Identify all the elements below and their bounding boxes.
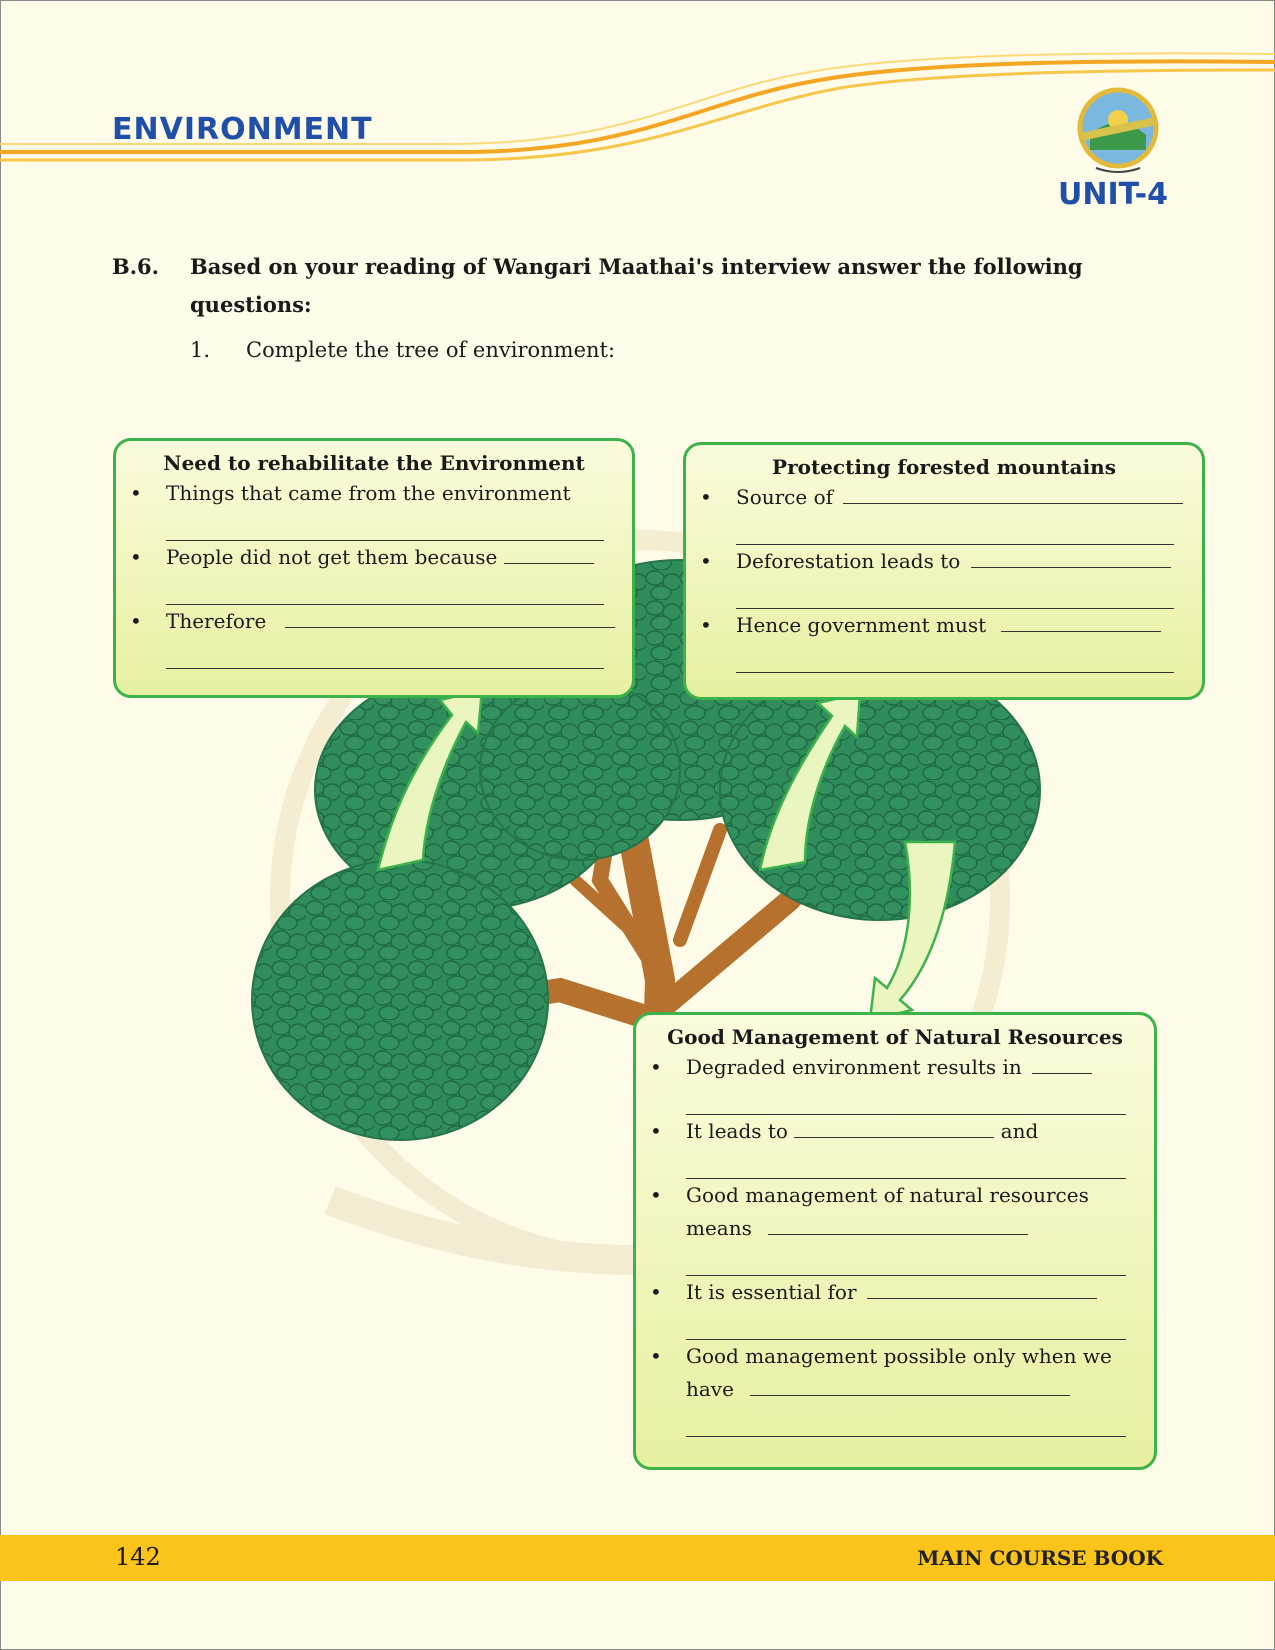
answer-blank[interactable]: [867, 1278, 1097, 1299]
list-item: • Source of: [686, 481, 1202, 545]
answer-line[interactable]: [686, 1309, 1126, 1340]
bullet-icon: •: [700, 609, 712, 642]
bullet-icon: •: [700, 481, 712, 514]
answer-line[interactable]: [686, 1084, 1126, 1115]
list-item: • Therefore: [116, 605, 632, 669]
answer-line[interactable]: [736, 514, 1174, 545]
answer-blank[interactable]: [794, 1117, 994, 1138]
answer-blank[interactable]: [1032, 1053, 1092, 1074]
answer-line[interactable]: [166, 510, 604, 541]
answer-line[interactable]: [686, 1245, 1126, 1276]
item-label: Deforestation leads to: [736, 549, 960, 573]
bullet-icon: •: [650, 1179, 662, 1212]
answer-blank[interactable]: [1001, 611, 1161, 632]
answer-line[interactable]: [736, 642, 1174, 673]
item-label: It leads to: [686, 1119, 788, 1143]
box-title: Need to rehabilitate the Environment: [116, 451, 632, 475]
answer-line[interactable]: [686, 1148, 1126, 1179]
protecting-forested-mountains-box: Protecting forested mountains • Source o…: [683, 442, 1205, 700]
bullet-icon: •: [130, 605, 142, 638]
list-item: • Things that came from the environment: [116, 477, 632, 541]
item-label: Things that came from the environment: [166, 481, 571, 505]
box-title: Good Management of Natural Resources: [636, 1025, 1154, 1049]
answer-line[interactable]: [736, 578, 1174, 609]
bullet-icon: •: [650, 1276, 662, 1309]
answer-blank[interactable]: [504, 543, 594, 564]
box-title: Protecting forested mountains: [686, 455, 1202, 479]
list-item: • Deforestation leads to: [686, 545, 1202, 609]
answer-blank[interactable]: [750, 1375, 1070, 1396]
answer-blank[interactable]: [971, 547, 1171, 568]
list-item: • It is essential for: [636, 1276, 1154, 1340]
list-item: • Degraded environment results in: [636, 1051, 1154, 1115]
item-label: Hence government must: [736, 613, 986, 637]
answer-blank[interactable]: [768, 1214, 1028, 1235]
bullet-icon: •: [650, 1340, 662, 1373]
item-label: Source of: [736, 485, 833, 509]
bullet-icon: •: [130, 477, 142, 510]
bullet-icon: •: [650, 1051, 662, 1084]
rehabilitate-environment-box: Need to rehabilitate the Environment • T…: [113, 438, 635, 698]
item-label: People did not get them because: [166, 545, 497, 569]
item-label-and: and: [1001, 1119, 1039, 1143]
item-label: Degraded environment results in: [686, 1055, 1022, 1079]
list-item: • It leads to and: [636, 1115, 1154, 1179]
answer-line[interactable]: [166, 638, 604, 669]
list-item: • Hence government must: [686, 609, 1202, 673]
list-item: • Good management possible only when we …: [636, 1340, 1154, 1437]
answer-blank[interactable]: [843, 483, 1183, 504]
bullet-icon: •: [650, 1115, 662, 1148]
good-management-box: Good Management of Natural Resources • D…: [633, 1012, 1157, 1470]
bullet-icon: •: [700, 545, 712, 578]
page-number: 142: [115, 1543, 161, 1571]
answer-line[interactable]: [686, 1406, 1126, 1437]
answer-line[interactable]: [166, 574, 604, 605]
item-label: It is essential for: [686, 1280, 857, 1304]
item-label: Therefore: [166, 609, 266, 633]
list-item: • Good management of natural resources m…: [636, 1179, 1154, 1276]
bullet-icon: •: [130, 541, 142, 574]
answer-blank[interactable]: [285, 607, 615, 628]
book-name: MAIN COURSE BOOK: [917, 1546, 1163, 1570]
list-item: • People did not get them because: [116, 541, 632, 605]
